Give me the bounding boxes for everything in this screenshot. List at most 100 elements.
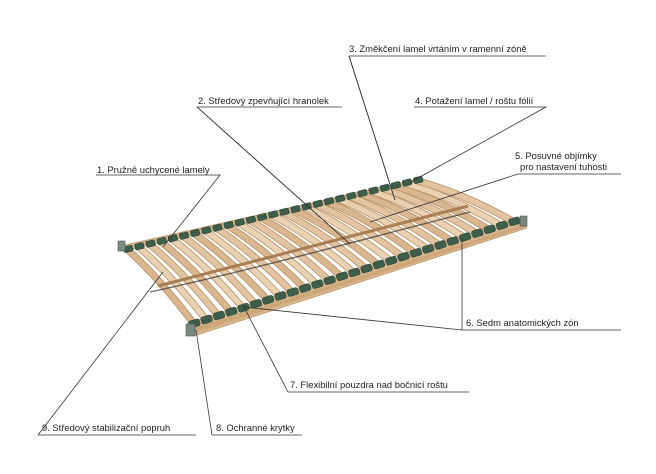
leader-1 bbox=[96, 174, 221, 248]
slat bbox=[158, 239, 234, 316]
slat-holder-back bbox=[190, 229, 201, 237]
slat-holder-back bbox=[156, 236, 167, 245]
leader-9 bbox=[37, 271, 196, 436]
slat-holder-front bbox=[483, 224, 496, 234]
leader-6 bbox=[461, 238, 621, 331]
slat bbox=[225, 223, 308, 292]
slat-holder-front bbox=[274, 291, 287, 301]
slat-holder-back bbox=[223, 221, 234, 230]
slat-holder-front bbox=[397, 251, 410, 262]
callout-6-label: 6. Sedm anatomických zón bbox=[466, 317, 579, 328]
slat bbox=[325, 199, 419, 257]
slat-holder-front bbox=[335, 271, 349, 282]
slat-holder-back bbox=[390, 181, 402, 190]
slat bbox=[214, 225, 296, 296]
callout-4-label: 4. Potažení lamel / roštu fólií bbox=[415, 95, 534, 106]
callout-5-label-line2: pro nastavení tuhosti bbox=[520, 161, 608, 172]
slat bbox=[136, 244, 210, 323]
end-cap-front-left bbox=[185, 323, 196, 337]
slat-holder-front bbox=[446, 236, 459, 246]
slat bbox=[147, 241, 222, 319]
slat-holder-back bbox=[178, 231, 190, 240]
slat-holder-back bbox=[323, 197, 335, 206]
slat bbox=[236, 220, 320, 288]
leader-4 bbox=[408, 106, 548, 184]
callout-3-label: 3. Změkčení lamel vrtáním v ramenní zóně bbox=[349, 43, 527, 54]
slat bbox=[292, 207, 382, 268]
slat-holder-front bbox=[323, 275, 336, 285]
slat bbox=[370, 188, 468, 241]
slat-holder-back bbox=[379, 183, 390, 192]
leader-8 bbox=[195, 329, 302, 436]
slat bbox=[392, 183, 493, 233]
slat bbox=[314, 202, 407, 261]
slat-holder-back bbox=[134, 242, 145, 251]
slat-holder-front bbox=[286, 287, 299, 297]
leader-7 bbox=[242, 304, 469, 393]
callout-2-label: 2. Středový zpevňující hranolek bbox=[198, 95, 329, 106]
slat-holder-front bbox=[200, 314, 213, 325]
slat-holder-back bbox=[201, 226, 212, 235]
slat-holder-back bbox=[301, 202, 312, 211]
slat-holder-front bbox=[212, 310, 226, 321]
slat-holder-back bbox=[245, 215, 257, 224]
slat-holder-back bbox=[257, 213, 268, 222]
slat bbox=[303, 204, 394, 265]
slat bbox=[259, 215, 345, 280]
callout-9-label: 9. Středový stabilizační popruh bbox=[42, 422, 171, 433]
slat-holder-front bbox=[409, 248, 422, 258]
leader-6b bbox=[243, 306, 463, 331]
slat bbox=[270, 212, 357, 276]
slat bbox=[192, 231, 271, 304]
slat bbox=[359, 191, 456, 245]
slat bbox=[281, 210, 370, 272]
callout-7-label: 7. Flexibilní pouzdra nad bočnicí roštu bbox=[290, 379, 448, 390]
slat-holder-front bbox=[495, 220, 509, 231]
leader-5 bbox=[369, 173, 621, 223]
slat bbox=[415, 178, 517, 225]
slat bbox=[247, 218, 333, 284]
slat bbox=[180, 233, 259, 308]
slat-holder-front bbox=[348, 267, 361, 278]
center-beam bbox=[157, 204, 469, 288]
slat-holder-back bbox=[413, 175, 424, 184]
slat bbox=[348, 194, 443, 249]
slat bbox=[125, 247, 197, 327]
slat-holder-front bbox=[360, 263, 373, 274]
slat bbox=[381, 186, 480, 237]
slat-holder-back bbox=[234, 218, 245, 227]
slat bbox=[203, 228, 283, 300]
slat-holder-back bbox=[312, 199, 323, 208]
slat-holder-front bbox=[249, 299, 262, 309]
center-strap bbox=[149, 211, 471, 293]
slat-holder-back bbox=[268, 210, 279, 219]
front-side-rail-shade bbox=[188, 224, 526, 334]
leader-3 bbox=[348, 55, 546, 201]
slat bbox=[404, 180, 505, 229]
callout-8-label: 8. Ochranné krytky bbox=[216, 422, 295, 433]
slat-holder-front bbox=[422, 244, 435, 254]
slat-holder-front bbox=[434, 240, 447, 250]
slat-holder-front bbox=[311, 279, 324, 289]
slat-holder-back bbox=[212, 223, 223, 232]
end-cap-front-right bbox=[519, 215, 528, 227]
slat-holder-back bbox=[145, 239, 156, 248]
slat-holder-back bbox=[290, 205, 301, 214]
slat-holder-front bbox=[299, 283, 312, 293]
leader-3b bbox=[348, 55, 396, 201]
slat-holder-front bbox=[262, 295, 275, 305]
slat-holder-front bbox=[372, 259, 386, 270]
callout-1-label: 1. Pružně uchycené lamely bbox=[97, 164, 210, 175]
slat-holder-back bbox=[335, 194, 346, 203]
slat-holder-front bbox=[225, 306, 238, 317]
slat-holder-back bbox=[368, 186, 379, 195]
slat-holder-back bbox=[357, 189, 368, 198]
leader-2b bbox=[196, 106, 351, 245]
slat bbox=[169, 236, 247, 312]
end-cap-back-left bbox=[117, 240, 126, 252]
slat-holder-front bbox=[237, 302, 250, 313]
callout-5-label-line1: 5. Posuvné objímky bbox=[515, 150, 597, 161]
slat-holder-front bbox=[508, 216, 521, 227]
